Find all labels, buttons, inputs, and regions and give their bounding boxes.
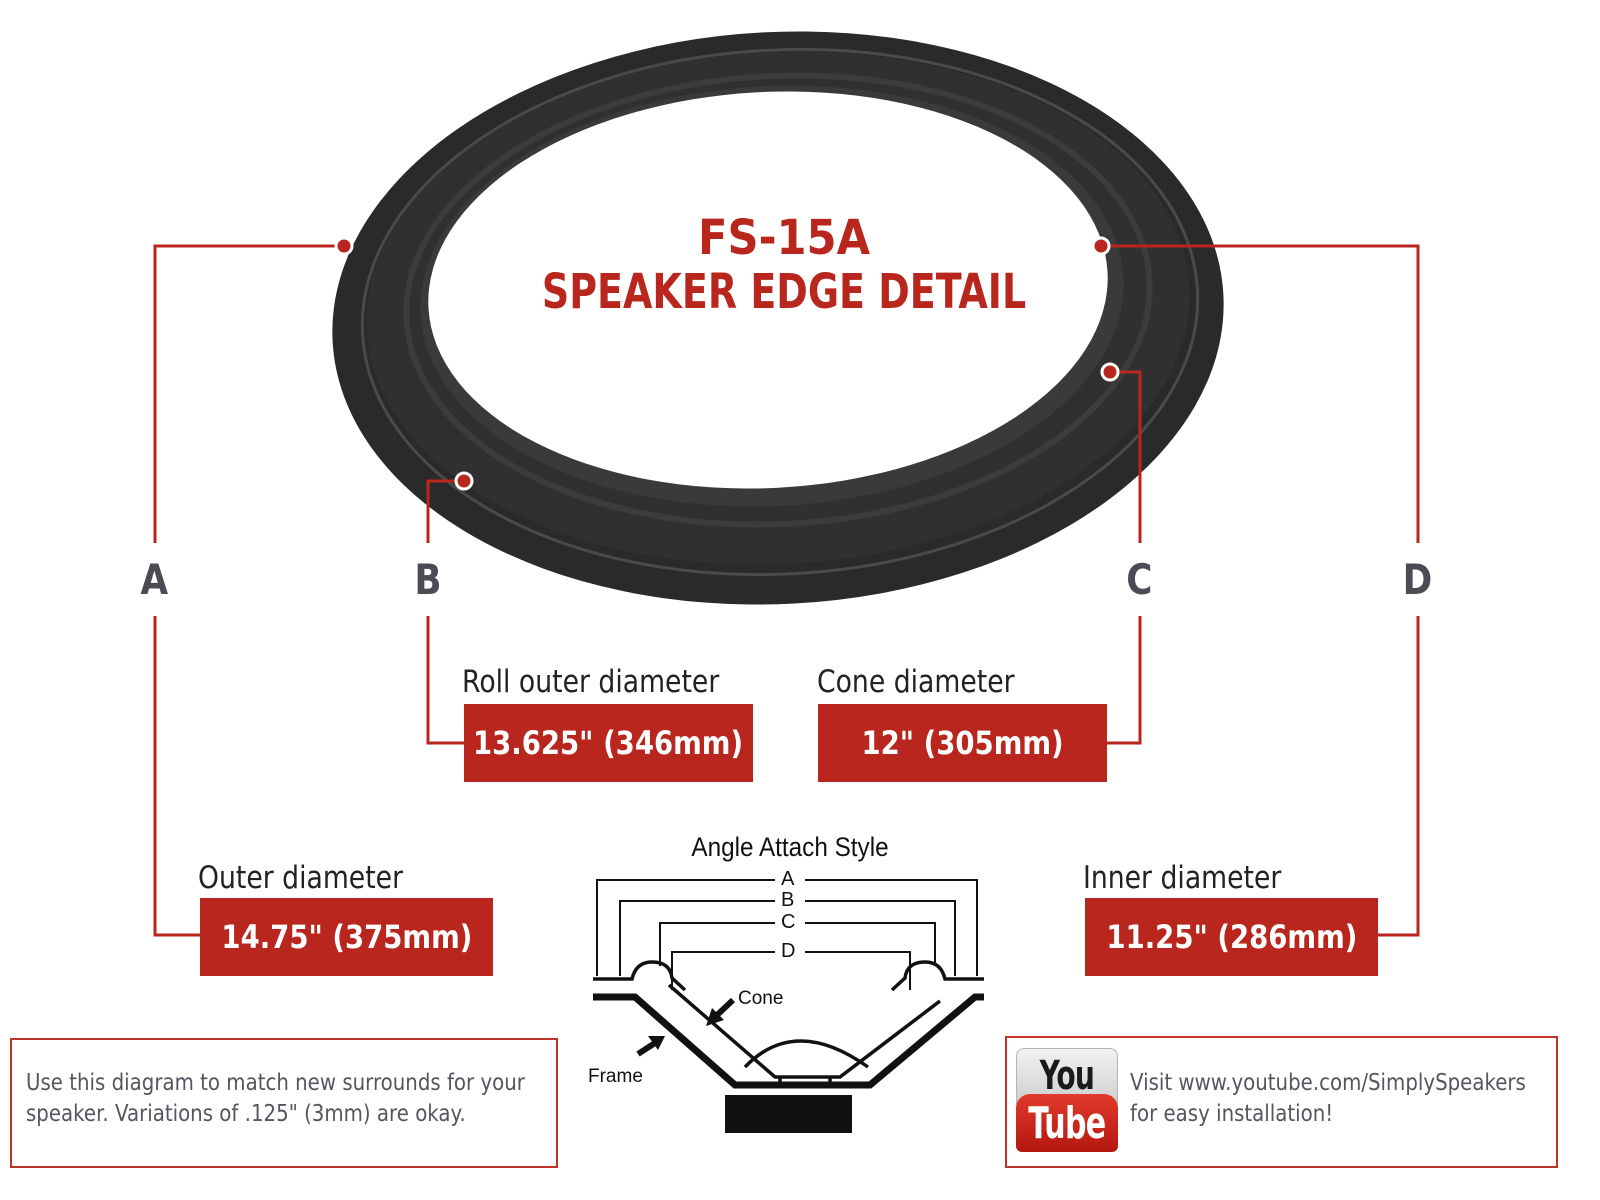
usage-note-line-2: speaker. Variations of .125" (3mm) are o…: [26, 1101, 466, 1127]
usage-note-line-1: Use this diagram to match new surrounds …: [26, 1070, 525, 1096]
magnet-block: [725, 1095, 852, 1133]
page-subtitle: SPEAKER EDGE DETAIL: [541, 264, 1027, 320]
inner-diameter-label: Inner diameter: [1083, 860, 1282, 896]
youtube-note-text: Visit www.youtube.com/SimplySpeakers for…: [1130, 1068, 1526, 1130]
outer-diameter-value: 14.75" (375mm): [200, 898, 493, 976]
attach-letter-b: B: [776, 890, 800, 910]
cone-diameter-value: 12" (305mm): [818, 704, 1107, 782]
cross-section-diagram: [593, 879, 984, 1133]
marker-letter-c: C: [1126, 555, 1153, 604]
marker-dot-a: [334, 236, 354, 256]
model-title: FS-15A: [697, 210, 871, 266]
marker-letter-a: A: [140, 555, 169, 604]
marker-letter-b: B: [414, 555, 442, 604]
attach-letter-c: C: [776, 912, 801, 932]
leader-line-d-lower: [1377, 616, 1420, 937]
roll-outer-diameter-label: Roll outer diameter: [462, 664, 720, 700]
leader-line-c: [1110, 370, 1142, 543]
attach-letter-a: A: [776, 869, 800, 889]
leader-line-b-lower: [426, 616, 464, 745]
youtube-logo-icon[interactable]: You Tube: [1016, 1048, 1118, 1152]
youtube-logo-you: You: [1039, 1053, 1095, 1099]
outer-diameter-label: Outer diameter: [198, 860, 404, 896]
frame-callout-label: Frame: [588, 1066, 643, 1087]
leader-line-c-lower: [1107, 616, 1142, 745]
cone-diameter-label: Cone diameter: [817, 664, 1015, 700]
frame-outline: [593, 993, 984, 1089]
marker-dot-d: [1091, 236, 1111, 256]
marker-letter-d: D: [1402, 555, 1433, 604]
leader-lines: [153, 244, 1420, 937]
usage-note-text: Use this diagram to match new surrounds …: [26, 1068, 525, 1130]
leader-line-b: [426, 479, 464, 543]
leader-line-d: [1101, 244, 1420, 543]
marker-dots: [334, 236, 1120, 491]
usage-note-box: [10, 1038, 558, 1168]
attach-style-title: Angle Attach Style: [691, 832, 889, 862]
youtube-logo-tube: Tube: [1028, 1097, 1106, 1149]
leader-line-a: [153, 244, 344, 543]
cone-callout-label: Cone: [738, 988, 784, 1009]
marker-dot-c: [1100, 362, 1120, 382]
inner-diameter-value: 11.25" (286mm): [1085, 898, 1378, 976]
cone-outline: [667, 983, 942, 1079]
youtube-link-text[interactable]: Visit www.youtube.com/SimplySpeakers: [1130, 1070, 1526, 1096]
marker-dot-b: [454, 471, 474, 491]
youtube-note-line-2: for easy installation!: [1130, 1101, 1334, 1127]
roll-outer-diameter-value: 13.625" (346mm): [464, 704, 753, 782]
speaker-surround-ring: [332, 31, 1224, 605]
leader-line-a-lower: [153, 616, 200, 937]
diagram-canvas: [153, 31, 1420, 1133]
attach-letter-d: D: [776, 941, 801, 961]
